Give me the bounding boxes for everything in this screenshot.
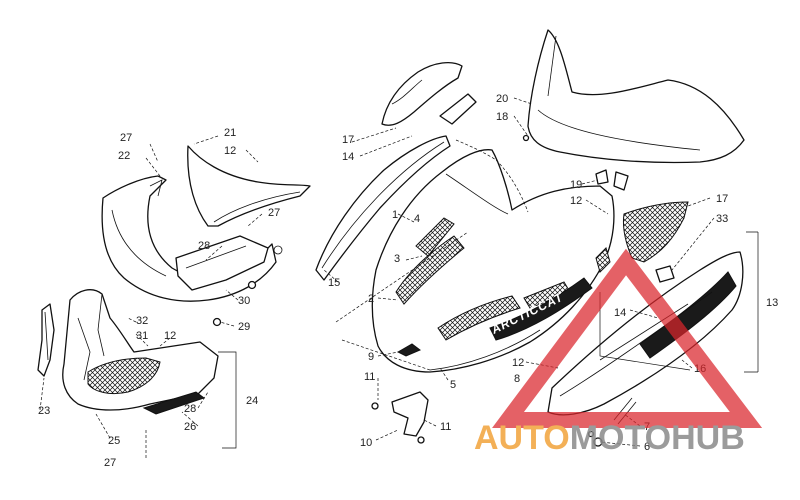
hood-decal-band	[489, 277, 593, 341]
callout-6: 6	[644, 441, 650, 453]
callout-11: 11	[440, 421, 451, 433]
callout-23: 23	[38, 405, 50, 417]
center-assembly: ARCTICCAT	[315, 61, 615, 444]
callout-1: 1	[392, 209, 398, 221]
callout-14: 14	[614, 307, 626, 319]
windshield-clip-a	[595, 169, 609, 185]
callout-28: 28	[184, 403, 196, 415]
hood-vent-side	[437, 295, 521, 341]
callout-labels: 27 22 21 12 27 28 30 29 32 31 12 23 28 2…	[38, 93, 778, 469]
callout-17: 17	[716, 193, 728, 205]
callout-21: 21	[224, 127, 236, 139]
callout-13: 13	[766, 297, 778, 309]
watermark-logo: AUTOMOTOHUB	[474, 248, 763, 457]
callout-18: 18	[496, 111, 508, 123]
callout-9: 9	[368, 351, 374, 363]
right-assembly	[522, 29, 759, 447]
callout-32: 32	[136, 315, 148, 327]
side-mesh-panel	[623, 201, 689, 263]
callout-2: 2	[368, 293, 374, 305]
hood-vent-top-right	[595, 247, 611, 273]
watermark-text-hub: HUB	[671, 419, 745, 457]
callout-5: 5	[450, 379, 456, 391]
upper-cowl-part	[101, 175, 277, 302]
main-hood-part	[371, 149, 615, 373]
callout-12: 12	[224, 145, 236, 157]
callout-12: 12	[570, 195, 582, 207]
callout-26: 26	[184, 421, 196, 433]
callout-31: 31	[136, 330, 148, 342]
hood-logo	[396, 343, 421, 357]
callout-12: 12	[512, 357, 524, 369]
callout-20: 20	[496, 93, 508, 105]
callout-4: 4	[414, 213, 420, 225]
callout-14: 14	[342, 151, 354, 163]
callout-25: 25	[108, 435, 120, 447]
side-panel-part	[547, 251, 744, 416]
hood-mount-bracket	[391, 391, 429, 437]
center-trim-strip	[439, 93, 477, 125]
left-windshield-panel	[187, 145, 311, 227]
watermark-text-moto: MOTO	[570, 419, 671, 457]
callout-19: 19	[570, 179, 582, 191]
windshield-clip-b	[613, 171, 629, 191]
callout-27: 27	[268, 207, 280, 219]
side-panel-clip	[655, 265, 675, 283]
lower-nose-mesh	[87, 357, 161, 395]
callout-30: 30	[238, 295, 250, 307]
watermark-triangle	[492, 248, 763, 428]
callout-22: 22	[118, 150, 130, 162]
side-trim-strip	[37, 303, 55, 377]
long-side-trim	[315, 135, 451, 281]
callout-33: 33	[716, 213, 728, 225]
callout-27: 27	[104, 457, 116, 469]
left-bracket-part	[175, 235, 269, 291]
headlight-cover-part	[381, 61, 463, 126]
callout-24: 24	[246, 395, 258, 407]
callout-28: 28	[198, 240, 210, 252]
callout-11: 11	[364, 371, 375, 383]
hood-vent-upper	[415, 217, 455, 257]
callout-17: 17	[342, 134, 354, 146]
callout-8: 8	[514, 373, 520, 385]
svg-text:AUTOMOTOHUB: AUTOMOTOHUB	[474, 419, 745, 457]
callout-29: 29	[238, 321, 250, 333]
callout-10: 10	[360, 437, 372, 449]
hood-vent-lower	[395, 235, 465, 305]
callout-15: 15	[328, 277, 340, 289]
leader-lines	[39, 97, 715, 458]
callout-3: 3	[394, 253, 400, 265]
callout-12: 12	[164, 330, 176, 342]
windshield-part	[527, 29, 745, 164]
watermark-text-auto: AUTO	[474, 419, 570, 457]
callout-27: 27	[120, 132, 132, 144]
left-assembly	[37, 145, 311, 415]
